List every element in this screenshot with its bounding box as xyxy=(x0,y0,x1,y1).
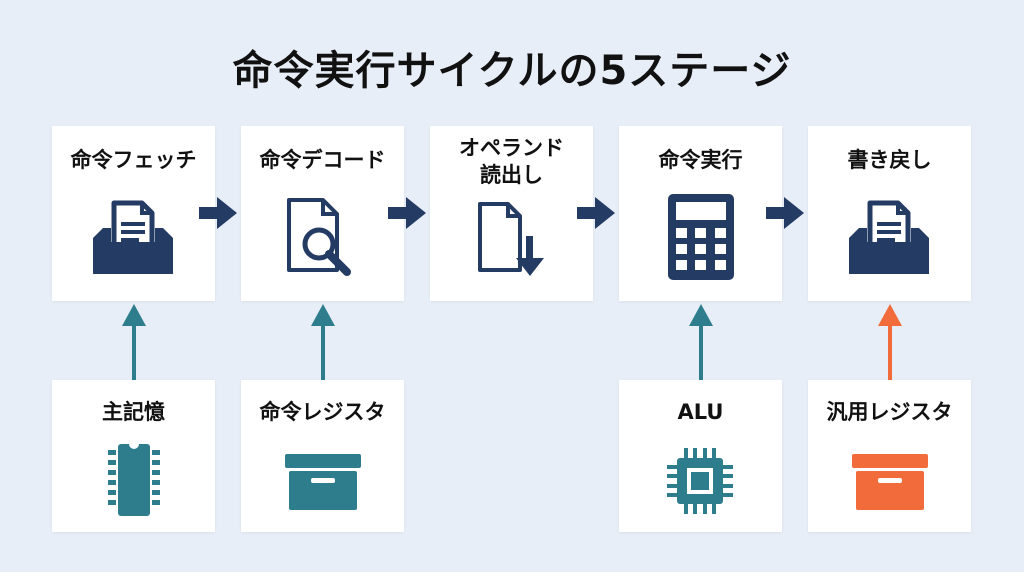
component-label-alu: ALU xyxy=(677,400,724,424)
right-arrow-icon xyxy=(388,197,426,229)
stage-card-execute: 命令実行 xyxy=(619,126,782,301)
up-arrow-icon xyxy=(689,304,713,380)
document-magnifier-icon xyxy=(287,198,351,276)
component-label-main-memory: 主記憶 xyxy=(102,400,165,424)
stage-card-fetch: 命令フェッチ xyxy=(52,126,215,301)
inbox-tray-document-icon xyxy=(93,200,173,274)
storage-box-icon xyxy=(285,454,361,510)
component-card-alu: ALU xyxy=(619,380,782,532)
up-arrow-icon xyxy=(122,304,146,380)
document-download-arrow-icon xyxy=(478,202,544,276)
memory-chip-icon xyxy=(108,444,160,516)
stage-label-operand-read-line2: 読出し xyxy=(480,163,543,187)
processor-chip-icon xyxy=(667,448,733,514)
right-arrow-icon xyxy=(199,197,237,229)
component-card-instruction-register: 命令レジスタ xyxy=(241,380,404,532)
calculator-icon xyxy=(668,194,734,280)
stage-card-decode: 命令デコード xyxy=(241,126,404,301)
inbox-tray-document-icon xyxy=(849,200,929,274)
up-arrow-icon xyxy=(878,304,902,380)
stage-label-fetch: 命令フェッチ xyxy=(70,148,197,172)
stage-label-execute: 命令実行 xyxy=(658,148,743,172)
stage-label-operand-read-line1: オペランド xyxy=(459,136,564,160)
stage-label-write-back: 書き戻し xyxy=(847,148,932,172)
component-label-general-register: 汎用レジスタ xyxy=(826,400,953,424)
stage-label-decode: 命令デコード xyxy=(259,148,386,172)
component-label-instruction-register: 命令レジスタ xyxy=(259,400,386,424)
stage-card-write-back: 書き戻し xyxy=(808,126,971,301)
component-card-main-memory: 主記憶 xyxy=(52,380,215,532)
right-arrow-icon xyxy=(766,197,804,229)
diagram-title: 命令実行サイクルの5ステージ xyxy=(232,48,792,94)
storage-box-icon xyxy=(852,454,928,510)
stage-card-operand-read: オペランド 読出し xyxy=(430,126,593,301)
up-arrow-icon xyxy=(311,304,335,380)
right-arrow-icon xyxy=(577,197,615,229)
component-card-general-register: 汎用レジスタ xyxy=(808,380,971,532)
